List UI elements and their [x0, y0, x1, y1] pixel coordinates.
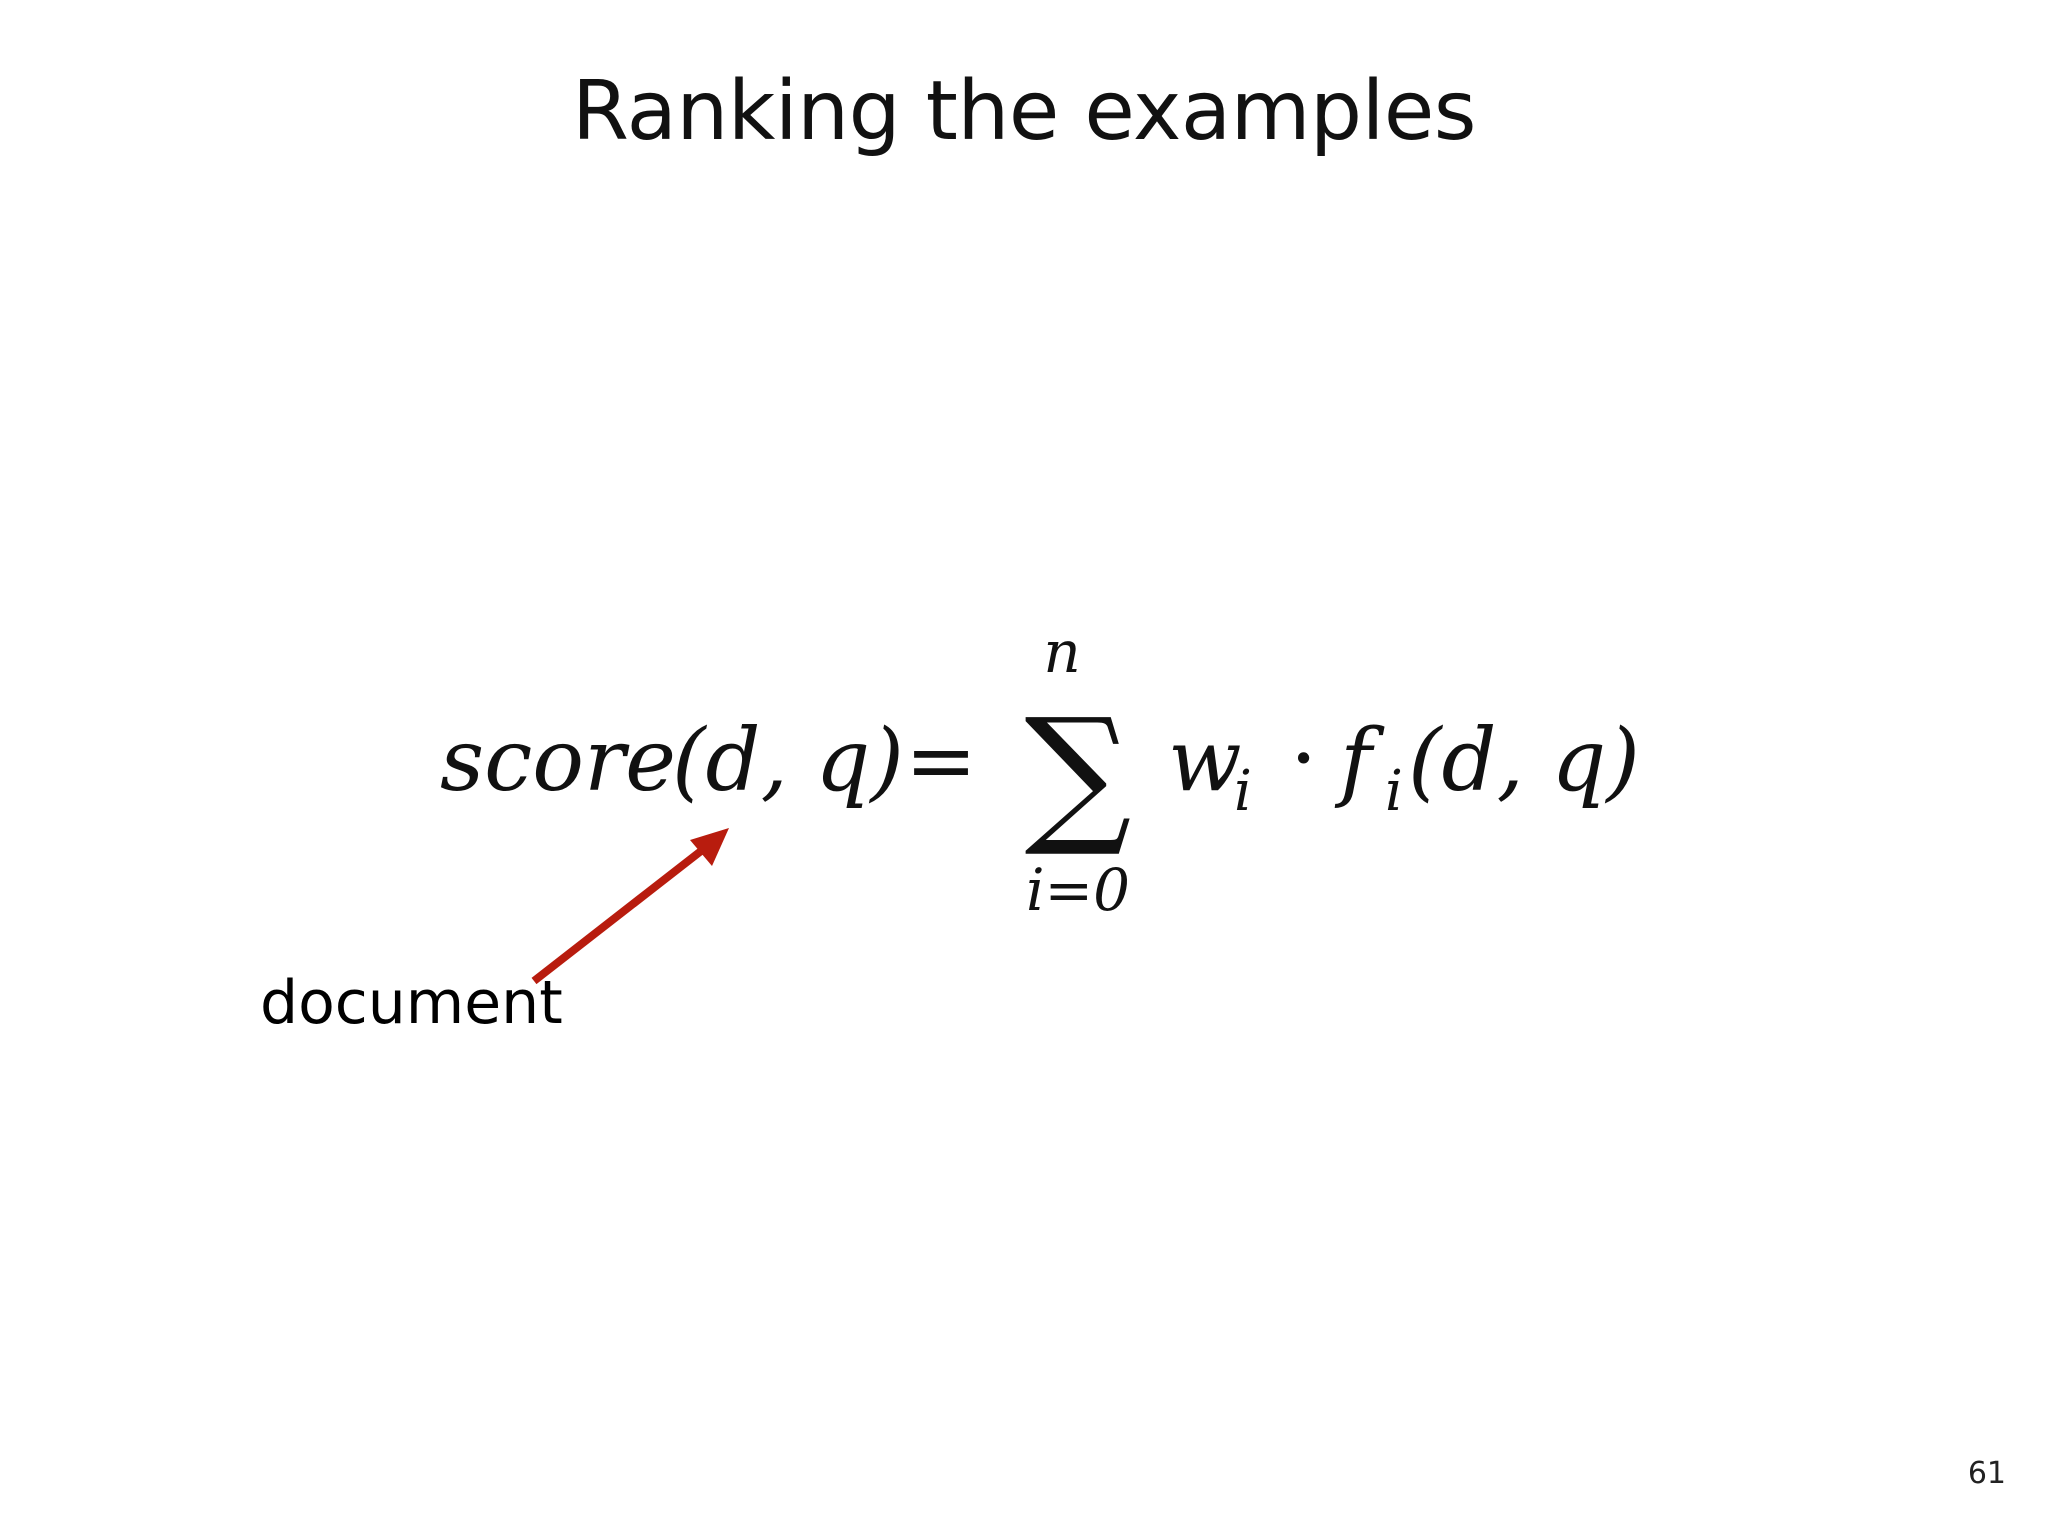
- slide-page-number: 61: [1967, 1456, 2006, 1491]
- sum-lower-limit: i=0: [1026, 856, 1130, 924]
- formula-feature: f: [1334, 711, 1385, 811]
- document-annotation-label: document: [260, 968, 563, 1038]
- formula-dot-operator: ·: [1290, 709, 1317, 809]
- formula-weight: w: [1168, 711, 1242, 811]
- formula-equals-sign: =: [905, 711, 977, 811]
- formula-feature-arguments: (d, q): [1408, 711, 1640, 811]
- formula-weight-subscript: i: [1234, 759, 1252, 824]
- summation-sigma: ∑: [1024, 687, 1131, 861]
- formula-lhs-arguments: (d, q): [672, 711, 904, 811]
- sum-upper-limit: n: [1043, 620, 1080, 686]
- score-formula: score (d, q) = n ∑ i=0 w i · f i (d, q): [440, 620, 1640, 924]
- formula-lhs-function: score: [440, 711, 676, 811]
- slide-title: Ranking the examples: [571, 64, 1477, 159]
- formula-feature-subscript: i: [1385, 759, 1403, 824]
